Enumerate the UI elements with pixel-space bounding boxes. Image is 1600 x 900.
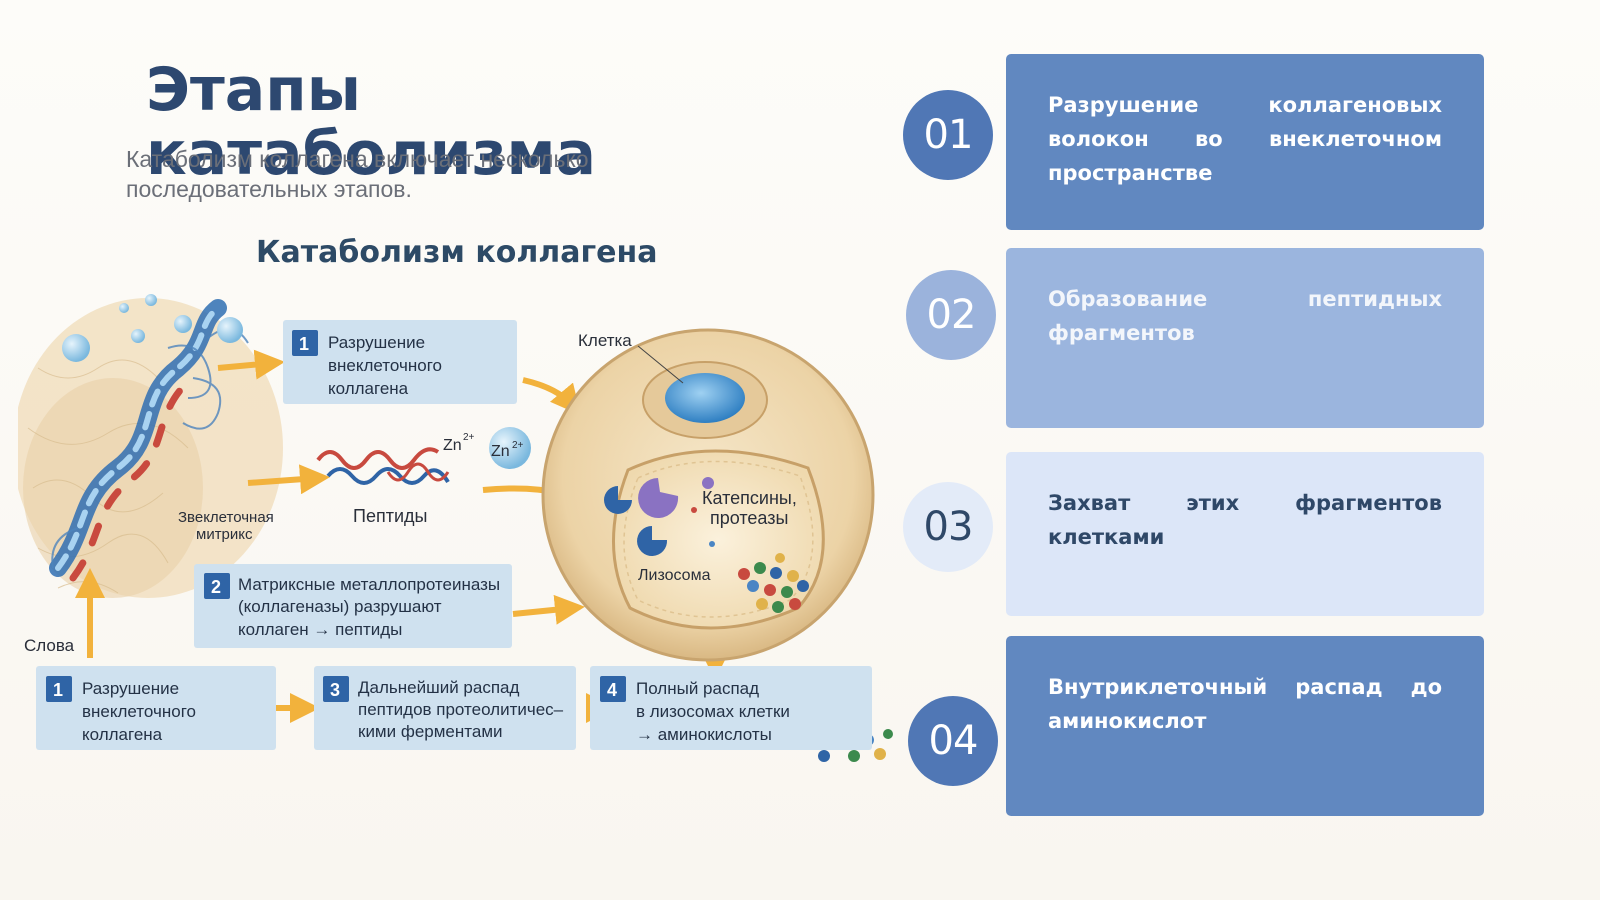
zinc-label-2-sup: 2+ [512,440,524,451]
matrix-label-line1: Звеклеточная [178,509,274,526]
figure-box-number: 1 [299,334,309,354]
figure-box-1-top: 1 Разрушение внеклеточного коллагена [283,320,517,404]
collagen-catabolism-illustration: Катаболизм коллагена [18,228,898,788]
bubbles [62,294,243,362]
figure-box-line: коллагена [328,379,409,398]
step-card-04: Внутриклеточный распад до аминокислот [1006,636,1484,816]
figure-box-line: кими ферментами [358,722,503,741]
peptide-chains [316,447,450,485]
figure-box-line: Разрушение [328,333,425,352]
figure-box-number: 2 [211,577,221,597]
figure-box-line: пептидов протеолитичес– [358,700,564,719]
cell-pointer [637,345,684,384]
step-number-02: 02 [906,270,996,360]
cathepsins-label-line1: Катепсины, [702,488,797,508]
figure-box-1-bottom: 1 Разрушение внеклеточного коллагена [36,666,276,750]
figure-box-4: 4 Полный распад в лизосомах клетки → ами… [590,666,872,750]
step-card-text: Разрушение коллагеновых волокон во внекл… [1048,93,1442,185]
step-number-04: 04 [908,696,998,786]
step-card-text: Образование пептидных фрагментов [1048,287,1442,345]
figure-box-line: в лизосомах клетки [636,702,790,721]
step-number-01: 01 [903,90,993,180]
step-card-text: Захват этих фрагментов клетками [1048,491,1442,549]
figure-box-line: внеклеточного [328,356,442,375]
enzymes [604,477,715,556]
step-card-text: Внутриклеточный распад до аминокислот [1048,675,1442,733]
step-card-01: Разрушение коллагеновых волокон во внекл… [1006,54,1484,230]
figure-box-line: Полный распад [636,679,759,698]
figure-box-line: Дальнейший распад [358,678,520,697]
zinc-label-1-sup: 2+ [463,432,475,443]
amino-acids-lysosome [738,553,809,613]
figure-box-2: 2 Матриксные металлопротеиназы (коллаген… [194,564,512,648]
figure-box-number: 4 [607,680,617,700]
peptides-label: Пептиды [353,506,427,526]
figure-box-line: (коллагеназы) разрушают [238,597,442,616]
zinc-label-1: Zn [443,437,462,454]
matrix-label-line2: митрикс [196,526,253,543]
figure-box-line: коллаген → пептиды [238,620,402,639]
step-card-03: Захват этих фрагментов клетками [1006,452,1484,616]
zinc-label-2: Zn [491,443,510,460]
figure-box-line: Разрушение [82,679,179,698]
cell-label: Клетка [578,331,632,350]
collagen-helix [49,299,249,582]
figure-box-number: 3 [330,680,340,700]
step-number-03: 03 [903,482,993,572]
words-label: Слова [24,636,75,655]
figure-box-line: внеклеточного [82,702,196,721]
zinc-ion-bubble [489,427,531,469]
cathepsins-label-line2: протеазы [710,508,788,528]
figure-box-line: Матриксные металлопротеиназы [238,575,500,594]
page-subtitle: Катаболизм коллагена включает несколько … [126,146,589,202]
page-title: Этапы катаболизма [146,55,596,189]
figure-heading: Катаболизм коллагена [256,235,658,270]
lysosome-label: Лизосома [638,567,711,584]
figure-box-line: → аминокислоты [636,725,772,744]
step-card-02: Образование пептидных фрагментов [1006,248,1484,428]
figure-box-3: 3 Дальнейший распад пептидов протеолитич… [314,666,576,750]
figure-box-number: 1 [53,680,63,700]
figure-box-line: коллагена [82,725,163,744]
